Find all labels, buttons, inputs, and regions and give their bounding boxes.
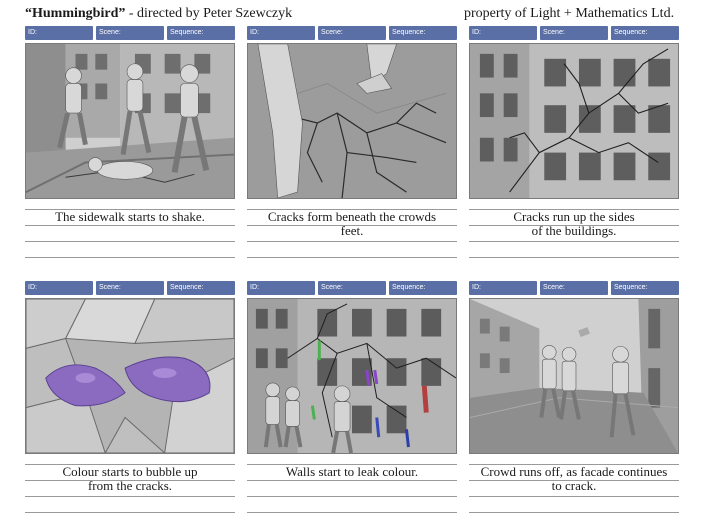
id-field[interactable]: ID: xyxy=(247,281,315,295)
panel-caption: Crowd runs off, as facade continues to c… xyxy=(480,464,668,493)
panel-caption: Cracks form beneath the crowds feet. xyxy=(267,209,437,238)
id-field[interactable]: ID: xyxy=(25,281,93,295)
scene-field[interactable]: Scene: xyxy=(318,26,386,40)
panel-meta-row: ID: Scene: Sequence: xyxy=(25,26,235,40)
scene-field[interactable]: Scene: xyxy=(318,281,386,295)
panel-caption: Colour starts to bubble up from the crac… xyxy=(62,464,198,493)
panel-image-sidewalk-shake xyxy=(25,43,235,199)
sequence-field[interactable]: Sequence: xyxy=(611,26,679,40)
caption-area: Walls start to leak colour. xyxy=(247,464,457,513)
director-credit: - directed by Peter Szewczyk xyxy=(125,6,293,21)
scene-field[interactable]: Scene: xyxy=(540,26,608,40)
storyboard-panel-2: ID: Scene: Sequence: xyxy=(247,26,457,258)
scene-field[interactable]: Scene: xyxy=(540,281,608,295)
caption-area: The sidewalk starts to shake. xyxy=(25,209,235,258)
caption-area: Colour starts to bubble up from the crac… xyxy=(25,464,235,513)
panel-caption: The sidewalk starts to shake. xyxy=(55,209,205,224)
storyboard-panel-4: ID: Scene: Sequence: Colour xyxy=(25,281,235,513)
panel-image-cracks-up-buildings xyxy=(469,43,679,199)
caption-area: Crowd runs off, as facade continues to c… xyxy=(469,464,679,513)
panel-meta-row: ID: Scene: Sequence: xyxy=(247,26,457,40)
panel-image-cracks-beneath-feet xyxy=(247,43,457,199)
panel-meta-row: ID: Scene: Sequence: xyxy=(469,26,679,40)
owner-credit: property of Light + Mathematics Ltd. xyxy=(464,6,675,21)
panel-meta-row: ID: Scene: Sequence: xyxy=(469,281,679,295)
film-title: “Hummingbird” xyxy=(25,6,126,21)
caption-area: Cracks form beneath the crowds feet. xyxy=(247,209,457,258)
sequence-field[interactable]: Sequence: xyxy=(167,26,235,40)
storyboard-title: “Hummingbird” - directed by Peter Szewcz… xyxy=(25,6,292,22)
id-field[interactable]: ID: xyxy=(247,26,315,40)
sequence-field[interactable]: Sequence: xyxy=(167,281,235,295)
storyboard-panel-6: ID: Scene: Sequence: xyxy=(469,281,679,513)
panel-image-walls-leak-colour xyxy=(247,298,457,454)
id-field[interactable]: ID: xyxy=(469,26,537,40)
panel-caption: Walls start to leak colour. xyxy=(285,464,419,479)
storyboard-panel-5: ID: Scene: Sequence: xyxy=(247,281,457,513)
scene-field[interactable]: Scene: xyxy=(96,281,164,295)
panel-meta-row: ID: Scene: Sequence: xyxy=(247,281,457,295)
sequence-field[interactable]: Sequence: xyxy=(611,281,679,295)
id-field[interactable]: ID: xyxy=(25,26,93,40)
panel-image-crowd-runs-off xyxy=(469,298,679,454)
storyboard-panel-1: ID: Scene: Sequence: xyxy=(25,26,235,258)
caption-area: Cracks run up the sides of the buildings… xyxy=(469,209,679,258)
sequence-field[interactable]: Sequence: xyxy=(389,281,457,295)
panel-image-colour-bubbles xyxy=(25,298,235,454)
panel-caption: Cracks run up the sides of the buildings… xyxy=(513,209,635,238)
panel-meta-row: ID: Scene: Sequence: xyxy=(25,281,235,295)
storyboard-panel-3: ID: Scene: Sequence: xyxy=(469,26,679,258)
id-field[interactable]: ID: xyxy=(469,281,537,295)
scene-field[interactable]: Scene: xyxy=(96,26,164,40)
sequence-field[interactable]: Sequence: xyxy=(389,26,457,40)
